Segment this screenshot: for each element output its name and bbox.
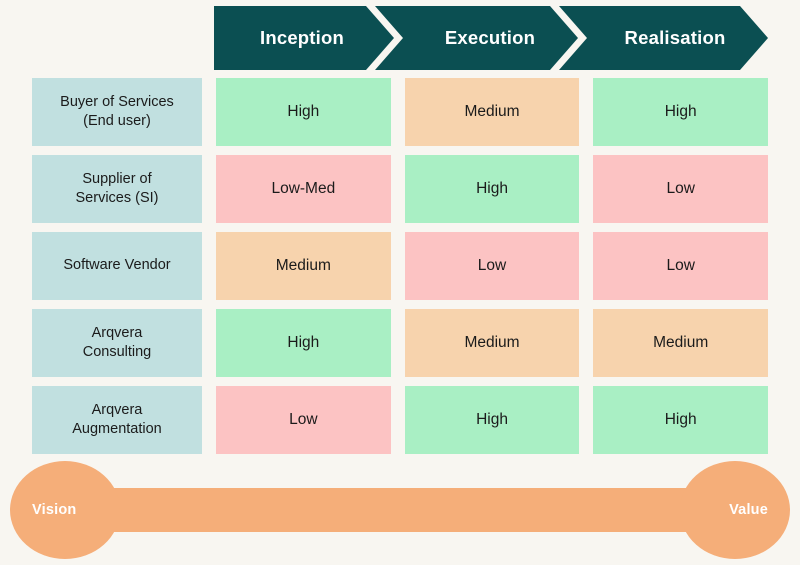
row-spacer xyxy=(202,232,216,300)
row-cells: High Medium Medium xyxy=(216,309,769,377)
row-spacer xyxy=(202,386,216,454)
phase-header-band: Inception Execution Realisation xyxy=(214,6,768,70)
row-cells: High Medium High xyxy=(216,78,769,146)
matrix-cell: High xyxy=(216,78,391,146)
phase-label-realisation: Realisation xyxy=(624,27,726,48)
row-label-line2: Consulting xyxy=(82,344,152,360)
matrix-grid: Buyer of Services (End user) High Medium… xyxy=(32,78,769,454)
phase-chevrons-shape xyxy=(214,6,768,70)
vision-value-shape xyxy=(10,461,790,559)
row-cells: Low High High xyxy=(216,386,769,454)
row-label-line2: Augmentation xyxy=(72,421,162,437)
row-label-line1: Arqvera xyxy=(91,324,143,341)
row-label-line1: Buyer of Services xyxy=(60,93,174,110)
row-spacer xyxy=(202,309,216,377)
phase-segment-realisation xyxy=(559,6,768,70)
matrix-cell: Low xyxy=(404,232,580,300)
row-label-line1: Software Vendor xyxy=(63,257,171,274)
row-label-arqvera-augmentation: Arqvera Augmentation xyxy=(32,386,202,454)
row-label-buyer-of-services: Buyer of Services (End user) xyxy=(32,78,202,146)
matrix-cell: Low-Med xyxy=(216,155,391,223)
matrix-row: Arqvera Consulting High Medium Medium xyxy=(32,309,769,377)
row-label-software-vendor: Software Vendor xyxy=(32,232,202,300)
matrix-cell: High xyxy=(593,78,769,146)
matrix-cell: Medium xyxy=(216,232,391,300)
matrix-cell: High xyxy=(404,386,580,454)
matrix-cell: High xyxy=(216,309,391,377)
matrix-row: Buyer of Services (End user) High Medium… xyxy=(32,78,769,146)
journey-connector-bar xyxy=(65,488,735,532)
phase-segment-inception xyxy=(214,6,394,70)
matrix-row: Software Vendor Medium Low Low xyxy=(32,232,769,300)
row-spacer xyxy=(202,78,216,146)
row-cells: Medium Low Low xyxy=(216,232,769,300)
journey-end-label: Value xyxy=(729,502,768,518)
matrix-cell: Medium xyxy=(404,78,580,146)
vision-to-value-bar: Vision Value xyxy=(10,461,790,559)
row-spacer xyxy=(202,155,216,223)
phase-label-inception: Inception xyxy=(259,27,345,48)
matrix-cell: Medium xyxy=(404,309,580,377)
matrix-cell: Low xyxy=(593,155,769,223)
row-label-line2: Services (SI) xyxy=(75,190,159,206)
phase-segment-execution xyxy=(375,6,578,70)
matrix-cell: High xyxy=(593,386,769,454)
journey-start-label: Vision xyxy=(32,502,77,518)
phase-label-execution: Execution xyxy=(444,27,536,48)
matrix-cell: High xyxy=(404,155,580,223)
matrix-cell: Medium xyxy=(593,309,769,377)
row-label-line1: Supplier of xyxy=(82,170,152,187)
matrix-row: Supplier of Services (SI) Low-Med High L… xyxy=(32,155,769,223)
row-label-supplier-of-services: Supplier of Services (SI) xyxy=(32,155,202,223)
matrix-row: Arqvera Augmentation Low High High xyxy=(32,386,769,454)
matrix-cell: Low xyxy=(216,386,391,454)
journey-start-cap xyxy=(10,461,120,559)
row-cells: Low-Med High Low xyxy=(216,155,769,223)
journey-end-cap xyxy=(680,461,790,559)
row-label-line1: Arqvera xyxy=(91,401,143,418)
matrix-cell: Low xyxy=(593,232,769,300)
row-label-line2: (End user) xyxy=(83,113,151,129)
row-label-arqvera-consulting: Arqvera Consulting xyxy=(32,309,202,377)
